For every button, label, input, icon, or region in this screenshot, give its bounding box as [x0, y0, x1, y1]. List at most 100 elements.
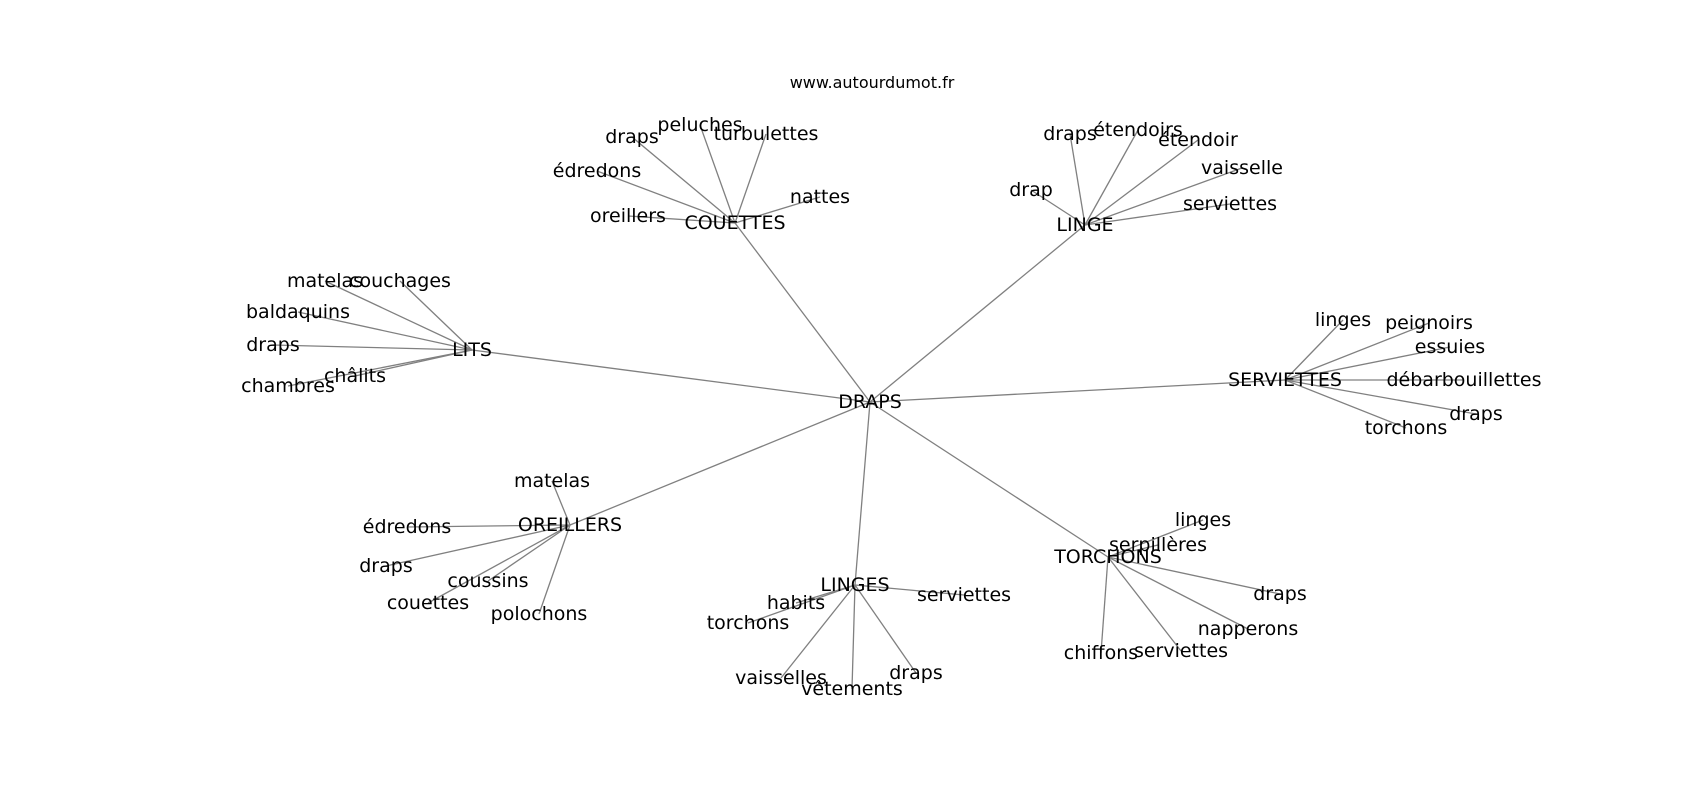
node-leaf: couchages: [349, 270, 451, 292]
node-leaf: draps: [889, 662, 942, 684]
node-leaf: vêtements: [801, 678, 903, 700]
node-leaf: édredons: [553, 160, 641, 182]
node-leaf: oreillers: [590, 205, 666, 227]
node-hub: LINGES: [820, 574, 889, 596]
edge-torchons-leaf: [1107, 519, 1204, 558]
edge-oreillers-leaf: [551, 480, 571, 526]
graph-edges: [272, 124, 1477, 690]
node-leaf: serpillères: [1109, 534, 1207, 556]
edge-linge-leaf: [1030, 189, 1086, 226]
edge-center-serviettes: [869, 379, 1286, 403]
edge-linge-leaf: [1084, 139, 1199, 226]
node-leaf: draps: [1449, 403, 1502, 425]
node-center: DRAPS: [838, 391, 902, 413]
edge-linge-leaf: [1069, 133, 1086, 226]
node-hub: SERVIETTES: [1228, 369, 1342, 391]
node-leaf: chiffons: [1064, 642, 1138, 664]
node-leaf: châlits: [324, 365, 386, 387]
node-leaf: baldaquins: [246, 301, 350, 323]
node-leaf: serviettes: [1134, 640, 1228, 662]
node-leaf: draps: [359, 555, 412, 577]
edge-torchons-leaf: [1100, 556, 1109, 654]
edge-serviettes-leaf: [1284, 379, 1477, 415]
edge-lits-leaf: [272, 344, 473, 351]
node-leaf: turbulettes: [714, 123, 819, 145]
edge-couettes-leaf: [699, 124, 736, 224]
node-leaf: serviettes: [917, 584, 1011, 606]
node-leaf: linges: [1315, 309, 1371, 331]
edge-couettes-leaf: [631, 136, 736, 224]
node-leaf: débarbouillettes: [1386, 369, 1541, 391]
edge-torchons-leaf: [1107, 556, 1281, 595]
node-leaf: vaisselle: [1201, 157, 1283, 179]
edge-oreillers-leaf: [487, 524, 571, 582]
edge-couettes-leaf: [596, 170, 736, 224]
edge-oreillers-leaf: [538, 524, 571, 615]
node-leaf: essuies: [1415, 336, 1485, 358]
edge-torchons-leaf: [1107, 556, 1182, 652]
edge-center-lits: [471, 349, 871, 403]
node-hub: COUETTES: [684, 212, 785, 234]
edge-serviettes-leaf: [1284, 346, 1451, 381]
edge-couettes-leaf: [627, 215, 736, 224]
node-leaf: drap: [1009, 179, 1053, 201]
node-leaf: torchons: [707, 612, 790, 634]
edge-lits-leaf: [297, 311, 473, 351]
edge-linges-leaf: [854, 584, 917, 674]
node-leaf: matelas: [514, 470, 590, 492]
edge-center-couettes: [734, 222, 871, 403]
edge-center-linges: [854, 401, 871, 586]
edge-lits-leaf: [399, 280, 473, 351]
edge-center-oreillers: [569, 401, 871, 526]
edge-linge-leaf: [1084, 203, 1231, 226]
node-leaf: linges: [1175, 509, 1231, 531]
edge-linge-leaf: [1084, 167, 1243, 226]
node-leaf: draps: [246, 334, 299, 356]
node-leaf: draps: [1043, 123, 1096, 145]
node-leaf: peluches: [657, 114, 742, 136]
edge-linge-leaf: [1084, 129, 1139, 226]
edge-serviettes-leaf: [1284, 379, 1407, 429]
node-leaf: napperons: [1198, 618, 1298, 640]
watermark: www.autourdumot.fr: [790, 73, 955, 92]
node-leaf: couettes: [387, 592, 469, 614]
edge-oreillers-leaf: [427, 524, 571, 604]
node-hub: TORCHONS: [1053, 546, 1162, 568]
node-leaf: nattes: [790, 186, 850, 208]
node-leaf: polochons: [491, 603, 588, 625]
node-leaf: matelas: [287, 270, 363, 292]
node-leaf: coussins: [447, 570, 528, 592]
node-leaf: édredons: [363, 516, 451, 538]
node-leaf: étendoirs: [1093, 119, 1183, 141]
graph-labels: DRAPSCOUETTESdrapspeluchesturbulettesédr…: [241, 114, 1541, 700]
edge-serviettes-leaf: [1284, 322, 1430, 381]
edge-center-torchons: [869, 401, 1109, 558]
node-hub: OREILLERS: [518, 514, 622, 536]
edge-linges-leaf: [854, 584, 965, 596]
node-leaf: vaisselles: [735, 667, 827, 689]
edge-linges-leaf: [851, 584, 856, 690]
edge-couettes-leaf: [734, 196, 821, 224]
edge-center-linge: [869, 224, 1086, 403]
edge-lits-leaf: [287, 349, 473, 387]
edge-linges-leaf: [747, 584, 856, 624]
node-leaf: chambres: [241, 375, 335, 397]
edge-torchons-leaf: [1107, 544, 1159, 558]
node-leaf: serviettes: [1183, 193, 1277, 215]
node-leaf: habits: [767, 592, 825, 614]
edge-torchons-leaf: [1107, 556, 1249, 630]
edge-oreillers-leaf: [406, 524, 571, 528]
node-leaf: peignoirs: [1385, 312, 1473, 334]
edge-serviettes-leaf: [1284, 319, 1344, 381]
node-hub: LINGE: [1056, 214, 1113, 236]
edge-couettes-leaf: [734, 133, 767, 224]
node-leaf: draps: [605, 126, 658, 148]
node-hub: LITS: [452, 339, 492, 361]
node-leaf: torchons: [1365, 417, 1448, 439]
node-leaf: étendoir: [1158, 129, 1238, 151]
edge-lits-leaf: [324, 280, 473, 351]
edge-oreillers-leaf: [385, 524, 571, 567]
node-leaf: draps: [1253, 583, 1306, 605]
edge-linges-leaf: [780, 584, 856, 679]
